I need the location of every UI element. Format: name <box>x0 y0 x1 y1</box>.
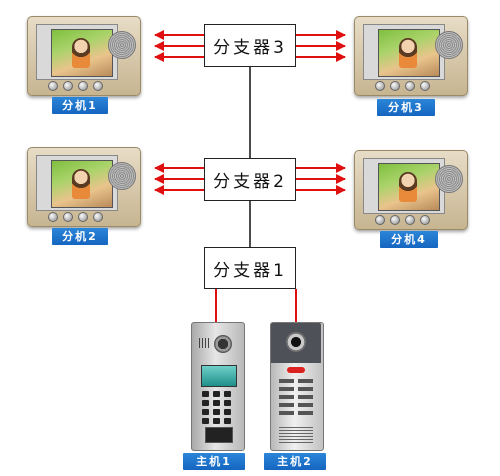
extension-1-label: 分机1 <box>52 97 108 114</box>
extension-3-label: 分机3 <box>377 99 435 116</box>
speaker-grill-icon <box>199 338 209 348</box>
splitter-1-box: 分支器1 <box>204 247 296 289</box>
lcd-display <box>201 365 237 387</box>
splitter-3-box: 分支器3 <box>204 24 296 67</box>
monitor-screen-image <box>51 29 113 77</box>
extension-1-monitor <box>27 16 141 96</box>
speaker-icon <box>108 31 136 59</box>
camera-icon <box>286 332 306 352</box>
monitor-screen-image <box>51 160 113 208</box>
main-unit-1-panel <box>191 322 245 451</box>
monitor-screen-image <box>378 163 440 211</box>
splitter-2-box: 分支器2 <box>204 158 296 201</box>
speaker-icon <box>108 162 136 190</box>
extension-3-monitor <box>354 16 468 96</box>
arrows-s2-right <box>296 163 346 195</box>
main-unit-2-label: 主机2 <box>264 453 326 470</box>
main-unit-2-panel <box>270 322 324 451</box>
keypad <box>202 391 234 424</box>
camera-icon <box>214 335 232 353</box>
speaker-grill-icon <box>279 427 313 443</box>
extension-4-label: 分机4 <box>380 231 438 248</box>
call-buttons <box>279 379 313 415</box>
extension-2-monitor <box>27 147 141 227</box>
arrows-s2-left <box>154 163 204 195</box>
brand-logo <box>287 367 305 373</box>
extension-4-monitor <box>354 150 468 230</box>
speaker-icon <box>435 31 463 59</box>
arrows-s3-right <box>296 30 346 62</box>
speaker-icon <box>435 165 463 193</box>
main-unit-1-label: 主机1 <box>183 453 245 470</box>
card-reader <box>205 427 233 443</box>
monitor-screen-image <box>378 29 440 77</box>
extension-2-label: 分机2 <box>52 228 108 245</box>
arrows-s3-left <box>154 30 204 62</box>
